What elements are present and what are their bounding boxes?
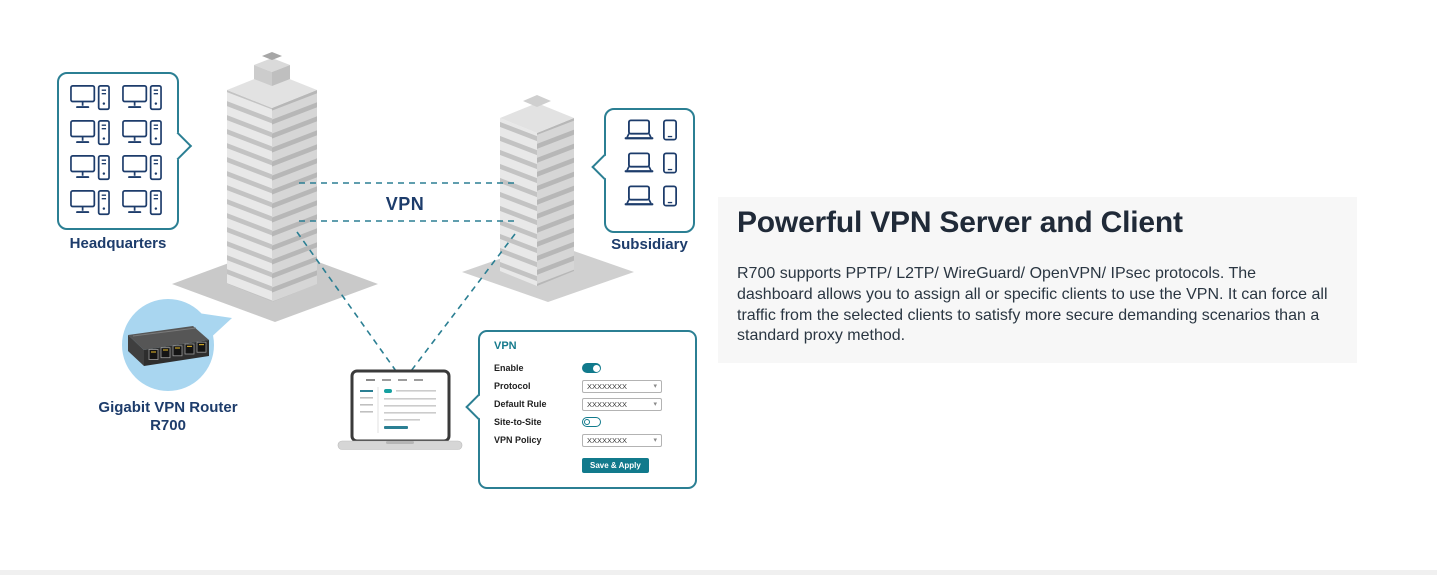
subsidiary-device-group — [591, 108, 695, 233]
desktop-computer-icon — [69, 85, 111, 111]
laptop-screen-dashboard — [360, 379, 436, 433]
enable-label: Enable — [494, 363, 524, 373]
subsidiary-label: Subsidiary — [611, 236, 688, 253]
toggle-knob — [592, 364, 600, 372]
panel-actions: Save & Apply — [494, 455, 683, 473]
save-apply-button[interactable]: Save & Apply — [582, 458, 649, 473]
tablet-icon — [663, 152, 677, 174]
default-rule-row: Default Rule XXXXXXXX ▾ — [494, 395, 683, 413]
subsidiary-to-laptop-dashed-link — [410, 233, 516, 372]
default-rule-label: Default Rule — [494, 399, 547, 409]
enable-row: Enable — [494, 359, 683, 377]
desktop-computer-icon — [121, 120, 163, 146]
tablet-icon — [663, 185, 677, 207]
protocol-label: Protocol — [494, 381, 531, 391]
subsidiary-device-row — [614, 119, 685, 141]
vpn-policy-select[interactable]: XXXXXXXX ▾ — [582, 433, 662, 447]
vpn-link-label: VPN — [385, 194, 425, 214]
default-rule-select-value: XXXXXXXX — [587, 399, 628, 409]
chevron-down-icon: ▾ — [653, 400, 657, 408]
vpn-settings-panel: VPN Enable Protocol XXXXXXXX ▾ Default R… — [465, 330, 697, 489]
feature-copy-background — [718, 197, 1357, 363]
desktop-computer-icon — [121, 155, 163, 181]
desktop-computer-icon — [121, 190, 163, 216]
desktop-computer-icon — [69, 190, 111, 216]
router-label: Gigabit VPN Router R700 — [78, 399, 258, 435]
enable-toggle[interactable] — [582, 363, 601, 373]
protocol-select[interactable]: XXXXXXXX ▾ — [582, 379, 662, 393]
laptop-icon — [623, 119, 655, 141]
laptop — [337, 369, 463, 450]
protocol-row: Protocol XXXXXXXX ▾ — [494, 377, 683, 395]
hq-building — [227, 52, 317, 302]
site-to-site-toggle[interactable] — [582, 417, 601, 427]
router-name: Gigabit VPN Router — [98, 399, 238, 416]
tablet-icon — [663, 119, 677, 141]
desktop-computer-icon — [69, 155, 111, 181]
chevron-down-icon: ▾ — [653, 382, 657, 390]
subsidiary-device-row — [614, 152, 685, 174]
feature-description: R700 supports PPTP/ L2TP/ WireGuard/ Ope… — [737, 265, 1328, 345]
laptop-icon — [623, 152, 655, 174]
headquarters-device-group — [57, 72, 193, 230]
router-model: R700 — [150, 417, 186, 434]
desktop-computer-icon — [69, 120, 111, 146]
vpn-panel-title: VPN — [494, 340, 517, 352]
vpn-policy-select-value: XXXXXXXX — [587, 435, 628, 445]
router-callout — [122, 299, 232, 391]
vpn-policy-label: VPN Policy — [494, 435, 542, 445]
vpn-policy-row: VPN Policy XXXXXXXX ▾ — [494, 431, 683, 449]
subsidiary-device-rows — [606, 110, 693, 216]
headquarters-label: Headquarters — [69, 235, 167, 252]
protocol-select-value: XXXXXXXX — [587, 381, 628, 391]
subsidiary-building — [500, 95, 574, 286]
router-photo — [128, 326, 209, 366]
default-rule-select[interactable]: XXXXXXXX ▾ — [582, 397, 662, 411]
section-divider — [0, 570, 1437, 575]
laptop-icon — [623, 185, 655, 207]
page-title: Powerful VPN Server and Client — [737, 206, 1183, 239]
site-to-site-row: Site-to-Site — [494, 413, 683, 431]
site-to-site-label: Site-to-Site — [494, 417, 542, 427]
toggle-knob — [584, 419, 590, 425]
subsidiary-device-row — [614, 185, 685, 207]
chevron-down-icon: ▾ — [653, 436, 657, 444]
desktop-computer-icon — [121, 85, 163, 111]
headquarters-device-grid — [59, 74, 177, 227]
